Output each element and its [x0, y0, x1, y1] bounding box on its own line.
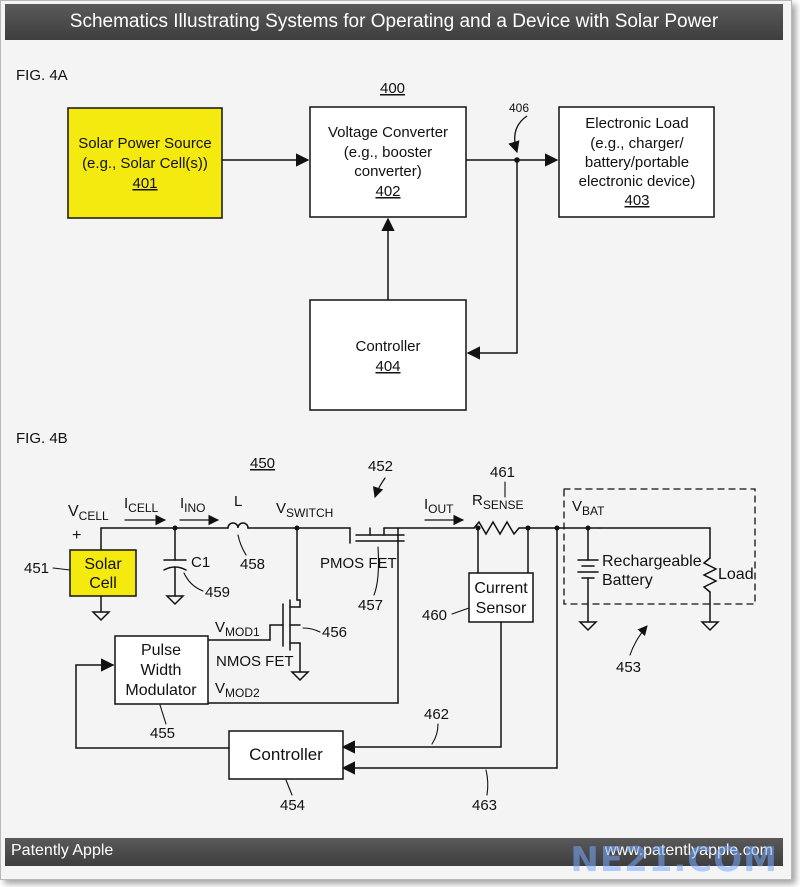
load-line2: (e.g., charger/ [590, 135, 684, 152]
iout-label: IOUT [424, 496, 454, 516]
ground-icon [290, 671, 310, 682]
ref-459: 459 [205, 584, 230, 601]
ref-462: 462 [424, 706, 449, 723]
vbat-to-controller-arrow [341, 527, 558, 775]
fig-4b-label: FIG. 4B [16, 430, 68, 447]
leader-452 [372, 477, 386, 499]
solar-power-source-box [67, 107, 223, 219]
solar-cell-line2: Cell [89, 575, 117, 592]
feedback-to-controller-arrow [466, 160, 518, 360]
pwm-box [114, 635, 209, 705]
inductor-l [227, 522, 249, 529]
inductor-label: L [234, 493, 242, 510]
title-bar: Schematics Illustrating Systems for Oper… [5, 4, 783, 40]
battery-line2: Battery [602, 572, 653, 589]
ref-452: 452 [368, 458, 393, 475]
vmod1-label: VMOD1 [215, 619, 260, 639]
controller-box-4a [309, 299, 467, 411]
solar-line1: Solar Power Source [78, 135, 211, 152]
ground-icon [700, 621, 720, 632]
ref-403: 403 [624, 192, 649, 209]
device-boundary [563, 488, 756, 605]
ground-icon [165, 595, 185, 606]
electronic-load-box [558, 106, 715, 218]
ref-457: 457 [358, 597, 383, 614]
pwm-line2: Width [141, 662, 182, 679]
vswitch-label: VSWITCH [276, 500, 333, 520]
sensor-to-controller-arrow [341, 621, 502, 754]
ref-455: 455 [150, 725, 175, 742]
vmod2-label: VMOD2 [215, 680, 260, 700]
pwm-line3: Modulator [125, 682, 197, 699]
ref-456: 456 [322, 624, 347, 641]
load-line1: Electronic Load [585, 115, 688, 132]
footer-bar: Patently Apple www.patentlyapple.com [5, 838, 783, 866]
solar-line2: (e.g., Solar Cell(s)) [82, 155, 208, 172]
nmos-label: NMOS FET [216, 653, 294, 670]
controller-4a-line1: Controller [355, 338, 420, 355]
ref-453: 453 [616, 659, 641, 676]
controller-box-4b [228, 730, 344, 780]
controller-4b-label: Controller [249, 745, 323, 764]
ref-451: 451 [24, 560, 49, 577]
pwm-line1: Pulse [141, 642, 181, 659]
ground-icon [91, 611, 111, 622]
ref-400: 400 [380, 80, 405, 97]
c1-label: C1 [191, 554, 210, 571]
ref-450: 450 [250, 455, 275, 472]
load-line3: battery/portable [585, 154, 689, 171]
ref-461: 461 [490, 464, 515, 481]
current-sensor-line1: Current [474, 580, 528, 597]
fig-4b: FIG. 4B 450 Current Sensor [16, 430, 756, 814]
plus-sign: + [72, 527, 81, 544]
ref-463: 463 [472, 797, 497, 814]
load-label: Load [718, 566, 754, 583]
converter-line1: Voltage Converter [328, 124, 448, 141]
voltage-converter-box [309, 106, 467, 218]
converter-line2: (e.g., booster [344, 144, 432, 161]
page-title: Schematics Illustrating Systems for Oper… [69, 11, 719, 32]
ground-icon [578, 621, 598, 632]
leader-453 [629, 625, 648, 656]
ino-label: IINO [180, 495, 206, 515]
load-resistor [702, 557, 718, 593]
rsense-resistor [473, 520, 520, 536]
current-sensor-line2: Sensor [476, 600, 527, 617]
rsense-label: RSENSE [472, 492, 524, 512]
load-line4: electronic device) [579, 173, 696, 190]
vcell-label: VCELL [68, 503, 109, 523]
ref-406: 406 [509, 101, 529, 115]
pmos-label: PMOS FET [320, 555, 397, 572]
solar-cell-box [69, 549, 137, 597]
battery-symbol [577, 559, 599, 579]
watermark: NE21.COM [570, 840, 778, 880]
leader-406 [508, 115, 528, 154]
fig-4a: FIG. 4A 400 Solar Power Source (e.g., So… [16, 67, 715, 411]
icell-label: ICELL [124, 495, 159, 515]
solar-cell-line1: Solar [84, 556, 122, 573]
ref-401: 401 [132, 175, 157, 192]
ref-460: 460 [422, 607, 447, 624]
fig-4a-label: FIG. 4A [16, 67, 68, 84]
ref-404: 404 [375, 358, 400, 375]
battery-line1: Rechargeable [602, 553, 702, 570]
footer-url[interactable]: www.patentlyapple.com [604, 842, 773, 859]
ref-454: 454 [280, 797, 305, 814]
ref-402: 402 [375, 183, 400, 200]
converter-line3: converter) [354, 163, 422, 180]
vbat-label: VBAT [572, 498, 605, 518]
controller-to-pwm-arrow [75, 658, 230, 749]
ref-458: 458 [240, 556, 265, 573]
footer-brand: Patently Apple [11, 842, 114, 859]
